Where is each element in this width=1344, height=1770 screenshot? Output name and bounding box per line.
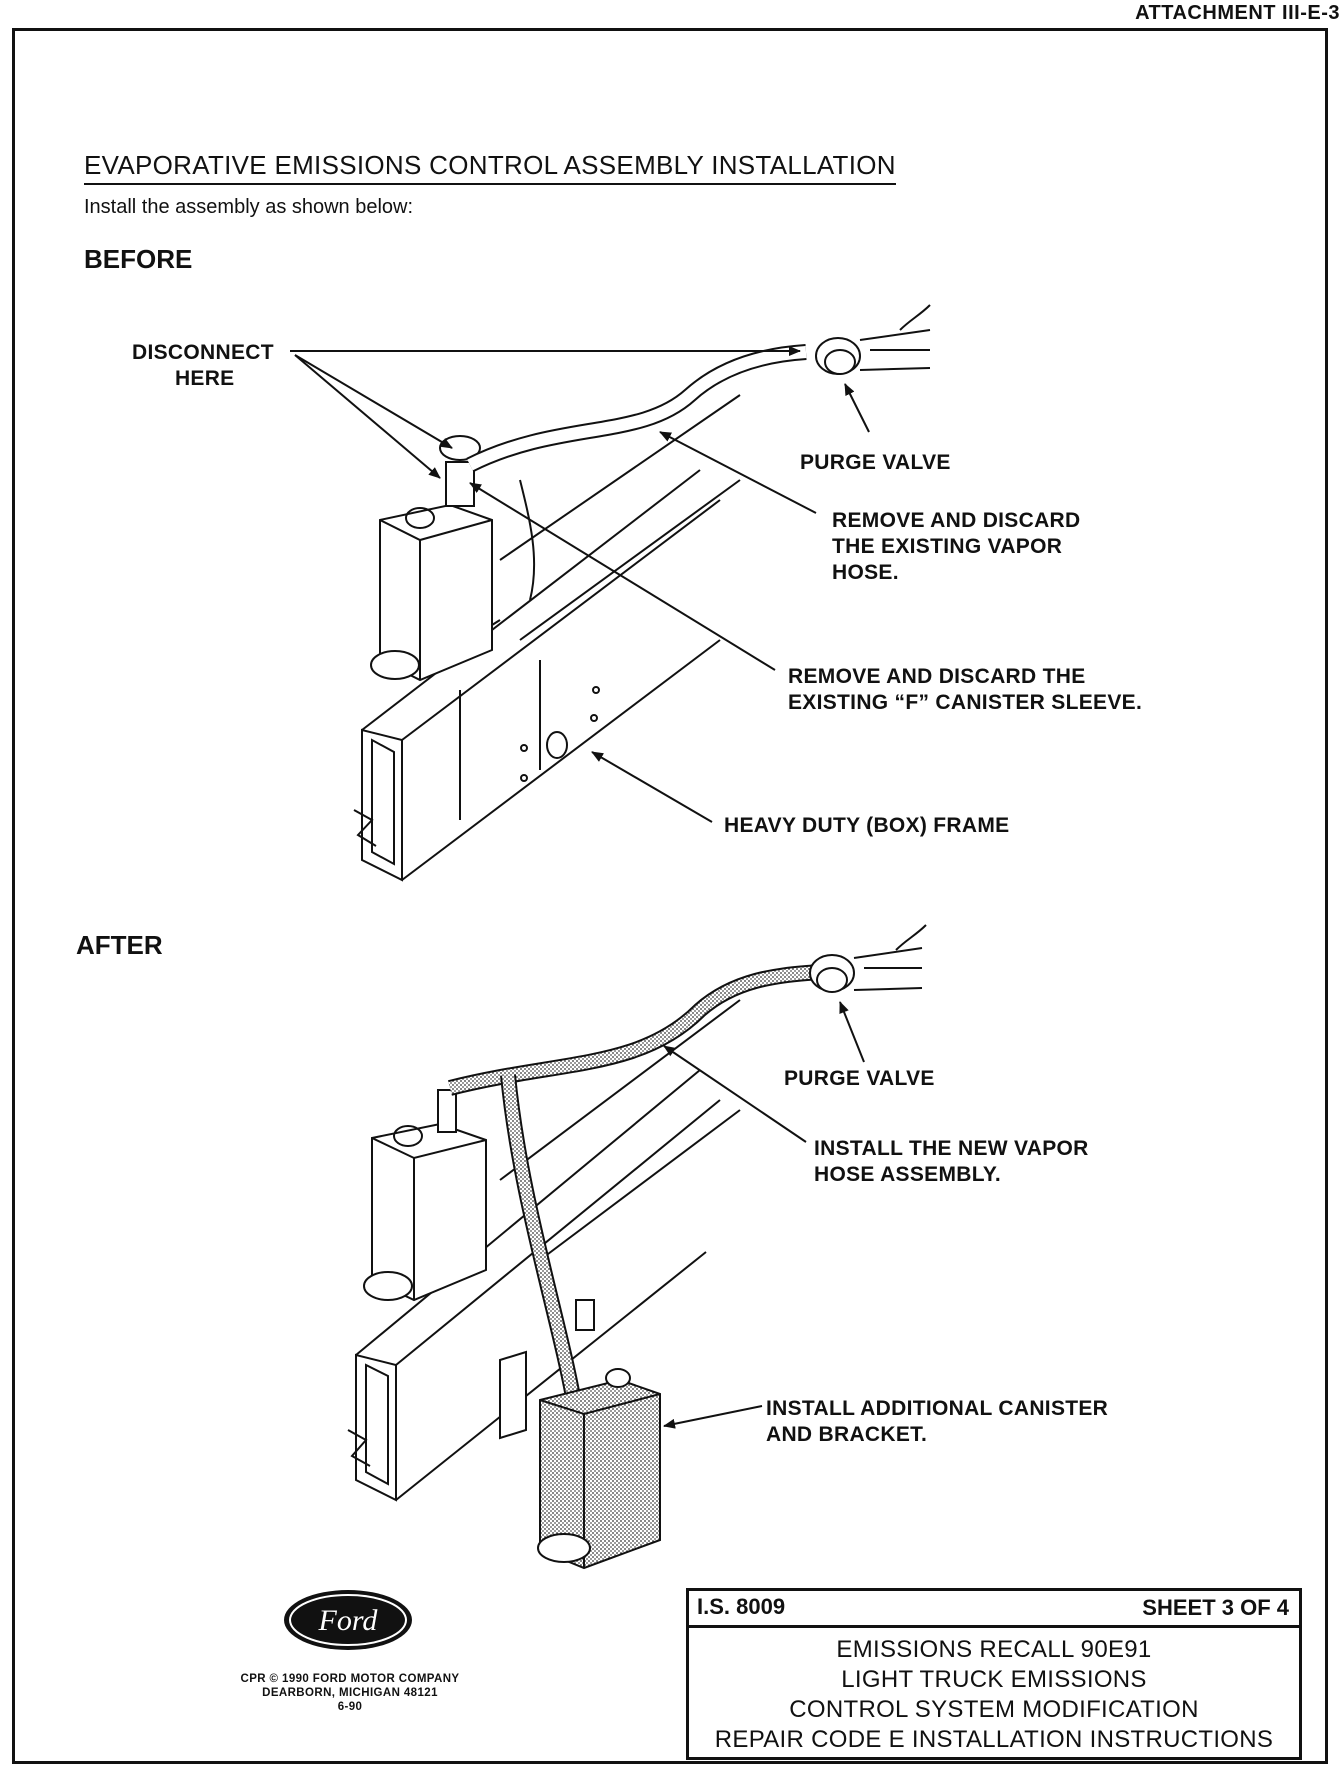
page-border [12, 28, 1328, 1764]
title-block-line: CONTROL SYSTEM MODIFICATION [789, 1696, 1199, 1723]
after-diagram [347, 924, 927, 1570]
after-additional-canister [499, 1299, 661, 1570]
copyright-block: CPR © 1990 FORD MOTOR COMPANY DEARBORN, … [190, 1672, 510, 1714]
title-block-line: REPAIR CODE E INSTALLATION INSTRUCTIONS [714, 1726, 1274, 1753]
install-canister-callout: INSTALL ADDITIONAL CANISTER AND BRACKET. [766, 1397, 1109, 1446]
remove-hose-callout: REMOVE AND DISCARD THE EXISTING VAPOR HO… [832, 509, 1081, 584]
after-purge-valve [809, 924, 927, 993]
attachment-label: ATTACHMENT III-E-3 [1135, 2, 1340, 24]
copyright-line: CPR © 1990 FORD MOTOR COMPANY [240, 1673, 460, 1685]
after-section-label: AFTER [76, 930, 163, 960]
before-purge-valve-callout: PURGE VALVE [800, 451, 951, 474]
copyright-line: 6-90 [337, 1701, 363, 1713]
sheet-count: SHEET 3 OF 4 [1142, 1595, 1289, 1620]
title-block-lines: EMISSIONS RECALL 90E91 LIGHT TRUCK EMISS… [689, 1635, 1299, 1755]
document-subtitle: Install the assembly as shown below: [84, 196, 414, 218]
before-diagram [353, 304, 931, 882]
instruction-sheet-number: I.S. 8009 [697, 1594, 786, 1619]
after-purge-valve-callout: PURGE VALVE [784, 1067, 935, 1090]
copyright-line: DEARBORN, MICHIGAN 48121 [262, 1687, 438, 1699]
remove-sleeve-callout: REMOVE AND DISCARD THE EXISTING “F” CANI… [788, 665, 1143, 714]
install-hose-callout: INSTALL THE NEW VAPOR HOSE ASSEMBLY. [814, 1137, 1089, 1186]
ford-logo: Ford [284, 1590, 412, 1650]
before-canister [370, 435, 493, 682]
before-purge-valve [815, 304, 931, 375]
after-canister [363, 1089, 487, 1302]
disconnect-here-callout: DISCONNECT HERE [132, 341, 274, 390]
after-leaders [663, 1001, 865, 1429]
ford-logo-text: Ford [318, 1604, 379, 1637]
before-section-label: BEFORE [84, 244, 193, 274]
title-block-line: LIGHT TRUCK EMISSIONS [841, 1666, 1147, 1693]
before-leaders [290, 346, 870, 823]
title-block-line: EMISSIONS RECALL 90E91 [836, 1636, 1152, 1663]
title-block: I.S. 8009 SHEET 3 OF 4 EMISSIONS RECALL … [686, 1588, 1302, 1760]
document-title: EVAPORATIVE EMISSIONS CONTROL ASSEMBLY I… [84, 150, 896, 185]
heavy-duty-frame-callout: HEAVY DUTY (BOX) FRAME [724, 814, 1010, 837]
title-block-header: I.S. 8009 SHEET 3 OF 4 [689, 1591, 1299, 1628]
